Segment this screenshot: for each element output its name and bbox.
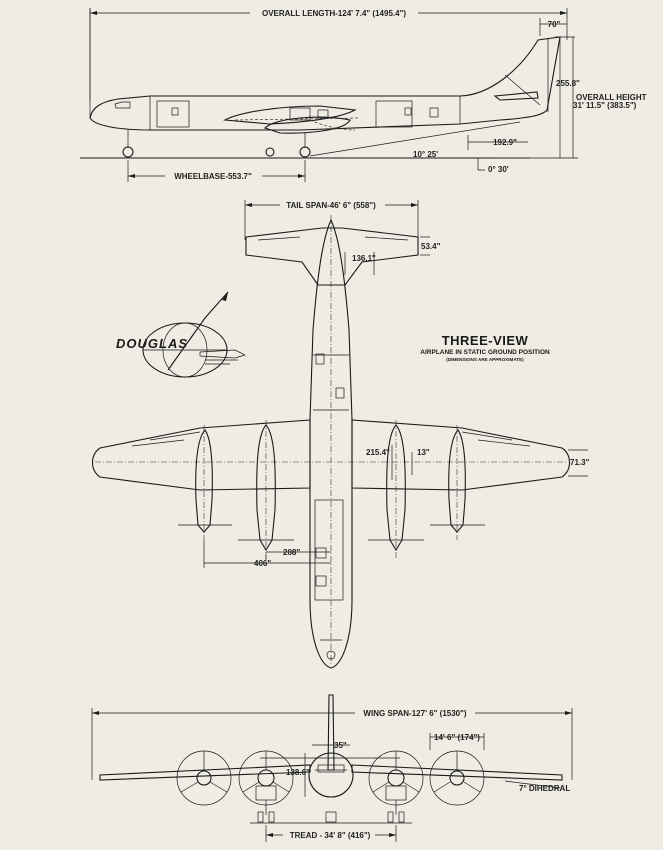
cockpit-window xyxy=(114,101,131,109)
left-wing-front xyxy=(99,764,311,781)
side-view: OVERALL LENGTH-124' 7.4" (1495.4") 70" xyxy=(80,8,647,182)
dihedral-label: 7° DIHEDRAL xyxy=(519,784,570,793)
prop-inner-right xyxy=(368,750,424,806)
wing-chord-label: 215.4" xyxy=(366,448,390,457)
tail-offset-label: 70" xyxy=(548,20,561,29)
fuselage-top xyxy=(309,218,353,669)
fin-front xyxy=(327,694,335,771)
prop-diameter-label: 14' 6" (174") xyxy=(434,733,480,742)
rear-door xyxy=(375,100,413,128)
prop-outer-left xyxy=(176,750,232,806)
stabilizer-chord-label: 53.4" xyxy=(421,242,441,251)
douglas-logo xyxy=(142,291,246,378)
horizontal-tail-top xyxy=(245,227,419,286)
nacelle-inner-right xyxy=(386,420,406,560)
wing-side xyxy=(223,105,357,125)
nose-wheel xyxy=(122,146,134,158)
wing-dim-13-label: 13" xyxy=(417,448,430,457)
overall-length-label: OVERALL LENGTH-124' 7.4" (1495.4") xyxy=(262,9,406,18)
fin-height-label: 255.8" xyxy=(556,79,580,88)
logo-wordmark: DOUGLAS xyxy=(116,336,188,351)
overall-height-label: OVERALL HEIGHT xyxy=(576,93,647,102)
nacelle-outer-left xyxy=(195,425,213,540)
drawing-note: (DIMENSIONS ARE APPROXIMATE) xyxy=(446,357,524,362)
fuselage-front xyxy=(308,752,354,798)
drawing-title: THREE-VIEW xyxy=(441,333,529,348)
nacelle-inner-left xyxy=(256,420,276,560)
wheelbase-label: WHEELBASE-553.7" xyxy=(174,172,252,181)
horizontal-tail-side xyxy=(493,91,539,101)
wing-span-label: WING SPAN-127' 6" (1530") xyxy=(363,709,466,718)
tailstrike-angle-label: 10° 25' xyxy=(413,150,438,159)
tail-span-label: TAIL SPAN-46' 6" (558") xyxy=(286,201,376,210)
overall-height-value: 31' 11.5" (383.5") xyxy=(573,101,637,110)
front-view: WING SPAN-127' 6" (1530") 35" xyxy=(91,694,573,842)
inner-nacelle-spacing-label: 208" xyxy=(283,548,300,557)
tread-label: TREAD - 34' 8" (416") xyxy=(290,831,371,840)
tip-chord-label: 71.3" xyxy=(570,458,590,467)
fin-width-label: 35" xyxy=(334,741,347,750)
nacelle-outer-right xyxy=(448,425,466,540)
right-wing-top xyxy=(351,419,571,491)
prop-inner-left xyxy=(238,750,294,806)
front-door xyxy=(156,100,190,128)
left-wing-top xyxy=(91,419,311,491)
nacelle-side xyxy=(263,116,351,134)
ground-angle-label: 0° 30' xyxy=(488,165,509,174)
outer-nacelle-spacing-label: 406" xyxy=(254,559,271,568)
stabilizer-offset-label: 136.1" xyxy=(352,254,376,263)
title-block: THREE-VIEW AIRPLANE IN STATIC GROUND POS… xyxy=(410,333,560,362)
prop-outer-right xyxy=(429,750,485,806)
fuselage-height-label: 138.6" xyxy=(286,768,310,777)
top-view: TAIL SPAN-46' 6" (558") 53.4" 136.1" xyxy=(91,200,590,669)
tail-clearance-label: 192.9" xyxy=(493,138,517,147)
drawing-subtitle: AIRPLANE IN STATIC GROUND POSITION xyxy=(420,349,550,356)
main-wheel xyxy=(299,146,311,158)
fuselage-side xyxy=(89,36,561,131)
